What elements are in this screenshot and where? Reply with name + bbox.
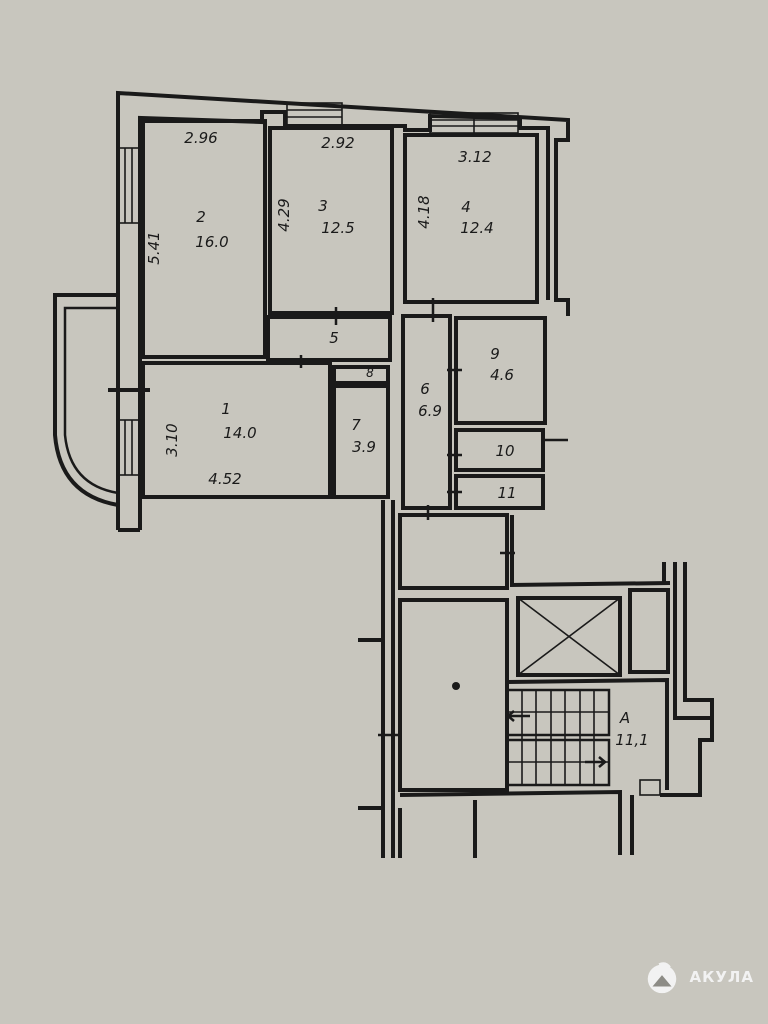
elevator-shaft bbox=[516, 596, 622, 677]
room-2-area: 16.0 bbox=[195, 233, 228, 251]
window bbox=[286, 102, 343, 126]
stairs bbox=[505, 688, 611, 787]
room-4-area: 12.4 bbox=[460, 219, 493, 237]
window bbox=[117, 419, 141, 476]
room-3-area: 12.5 bbox=[321, 219, 354, 237]
room-1-width: 4.52 bbox=[208, 470, 241, 488]
balcony bbox=[53, 293, 119, 507]
room-1-number: 1 bbox=[221, 400, 231, 418]
room-5-number: 5 bbox=[329, 329, 339, 347]
room-3-width: 2.92 bbox=[321, 134, 354, 152]
stairwell-area: 11,1 bbox=[615, 731, 648, 749]
room-8-number: 8 bbox=[366, 366, 374, 380]
arrow-left-icon bbox=[506, 710, 530, 722]
room-2-width: 2.96 bbox=[184, 129, 217, 147]
room-4-width: 3.12 bbox=[458, 148, 491, 166]
room-3-height: 4.29 bbox=[275, 198, 293, 231]
room-1-height: 3.10 bbox=[163, 423, 181, 456]
room-6 bbox=[401, 314, 452, 510]
arrow-right-icon bbox=[585, 756, 607, 768]
room-6-area: 6.9 bbox=[418, 402, 442, 420]
room-10-number: 10 bbox=[495, 442, 514, 460]
room-5 bbox=[266, 315, 392, 362]
room-11-number: 11 bbox=[497, 484, 516, 502]
stairwell-label: A bbox=[619, 709, 630, 727]
stair-block-walls bbox=[358, 500, 714, 858]
door-marks bbox=[299, 298, 568, 555]
riser-mark bbox=[452, 682, 460, 690]
room-2-number: 2 bbox=[196, 208, 206, 226]
room-3-number: 3 bbox=[318, 197, 328, 215]
room-8 bbox=[332, 365, 390, 385]
utility-shaft bbox=[628, 588, 670, 674]
room-2-height: 5.41 bbox=[145, 231, 163, 264]
room-7-number: 7 bbox=[351, 416, 361, 434]
room-4-height: 4.18 bbox=[415, 195, 433, 228]
room-6-number: 6 bbox=[420, 380, 430, 398]
watermark-text: АКУЛА bbox=[689, 968, 754, 986]
watermark: АКУЛА bbox=[643, 958, 754, 996]
room-3 bbox=[268, 126, 394, 315]
room-4 bbox=[403, 133, 539, 304]
shark-logo-icon bbox=[648, 962, 677, 994]
room-9-number: 9 bbox=[490, 345, 500, 363]
room-7-area: 3.9 bbox=[352, 438, 376, 456]
room-7 bbox=[332, 384, 390, 499]
room-10 bbox=[454, 428, 545, 472]
room-1-area: 14.0 bbox=[223, 424, 256, 442]
room-1 bbox=[141, 361, 332, 499]
room-2 bbox=[141, 119, 267, 359]
room-4-number: 4 bbox=[461, 198, 471, 216]
window bbox=[117, 147, 141, 224]
window bbox=[429, 112, 519, 134]
room-9-area: 4.6 bbox=[490, 366, 514, 384]
vestibule bbox=[398, 513, 509, 590]
